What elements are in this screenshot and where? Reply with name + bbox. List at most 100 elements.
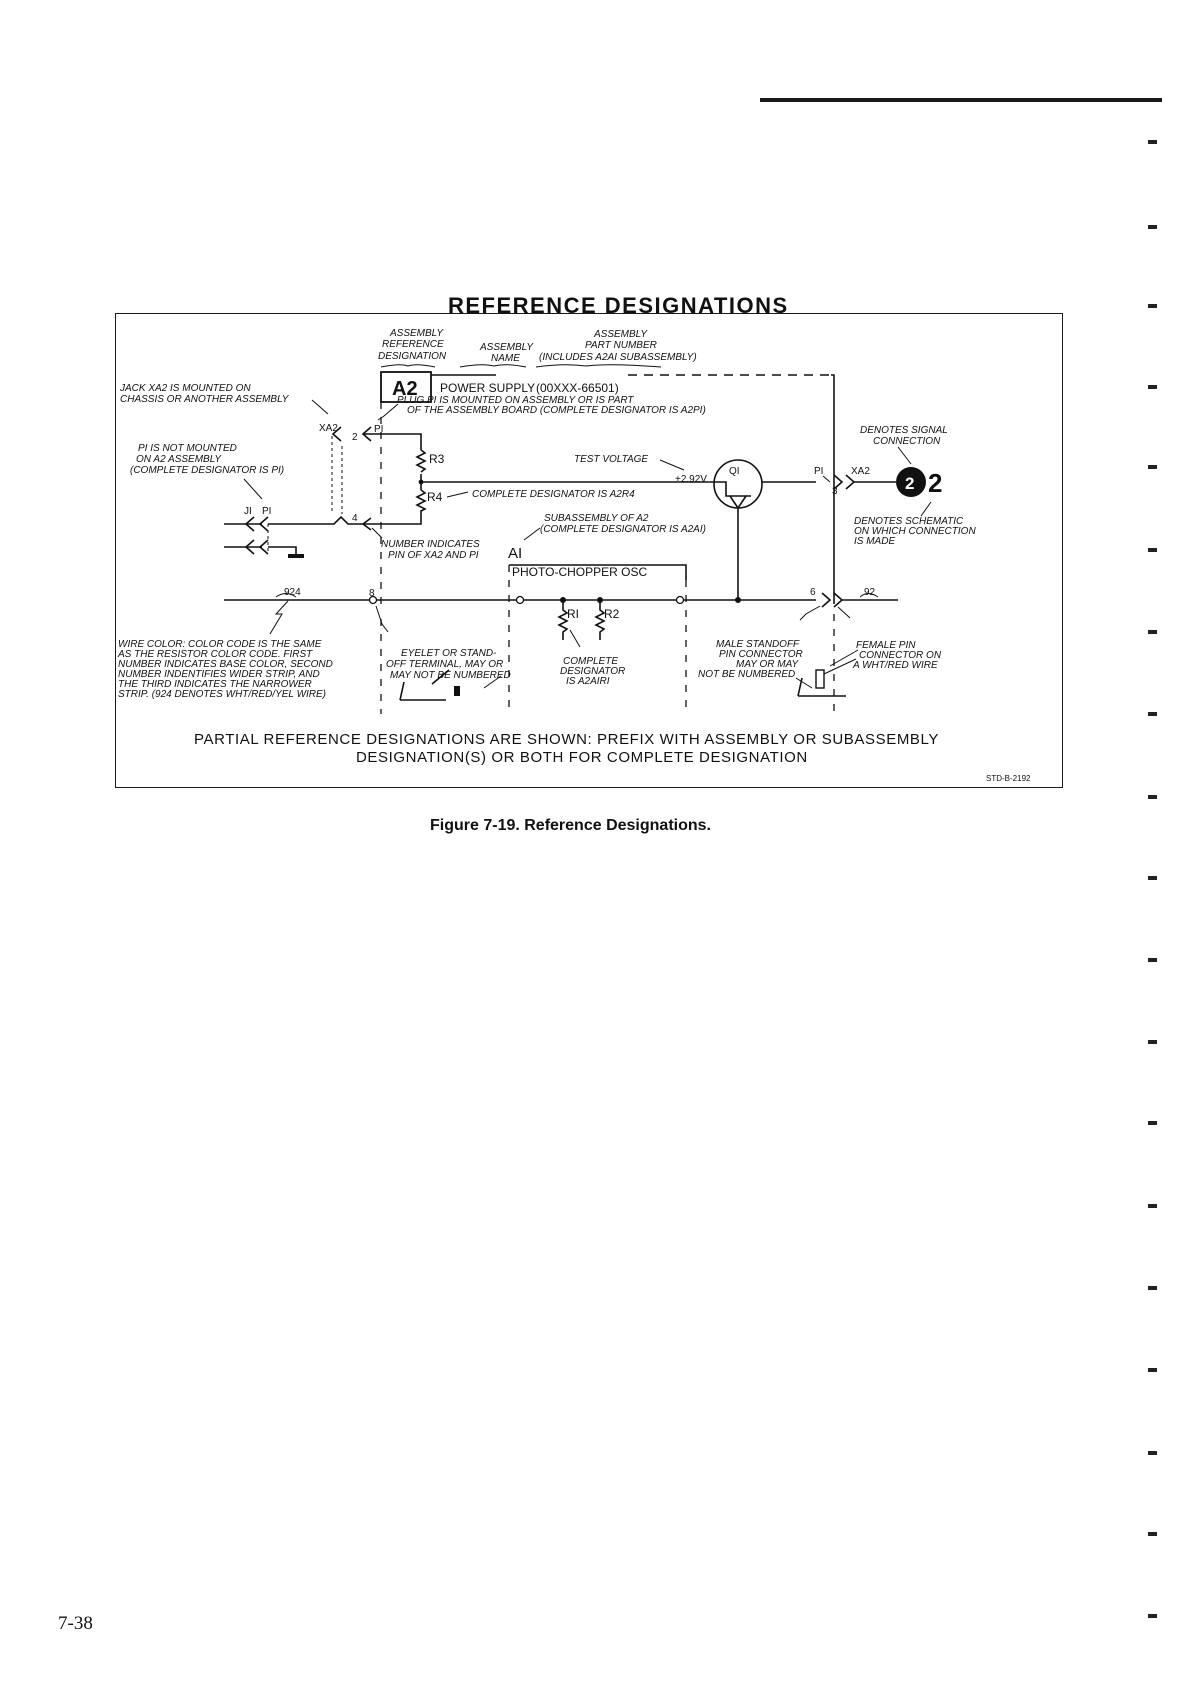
leader-r1 bbox=[569, 629, 581, 648]
assembly-designator: A2 bbox=[392, 378, 418, 400]
note-sub-2: (COMPLETE DESIGNATOR IS A2AI) bbox=[540, 524, 706, 535]
figure-caption: Figure 7-19. Reference Designations. bbox=[430, 817, 711, 834]
female-wire-icon bbox=[823, 649, 859, 675]
label-p1-right: PI bbox=[814, 466, 823, 477]
wire-label-924: 924 bbox=[284, 587, 301, 598]
assembly-name: POWER SUPPLY bbox=[440, 381, 535, 395]
edge-mark bbox=[1148, 385, 1157, 389]
edge-mark bbox=[1148, 1040, 1157, 1044]
edge-mark bbox=[1148, 304, 1157, 308]
leader-male-pin bbox=[795, 677, 813, 689]
brace-name bbox=[459, 364, 527, 368]
node-q1 bbox=[735, 597, 741, 603]
note-jack-2: CHASSIS OR ANOTHER ASSEMBLY bbox=[120, 394, 290, 405]
edge-mark bbox=[1148, 1204, 1157, 1208]
pin-8: 8 bbox=[369, 588, 375, 599]
diagram-frame: ASSEMBLY REFERENCE DESIGNATION ASSEMBLY … bbox=[115, 313, 1063, 788]
label-part-number-2: PART NUMBER bbox=[585, 340, 657, 351]
label-r3: R3 bbox=[429, 452, 445, 466]
wire-pin4-r4 bbox=[371, 510, 422, 525]
transistor-base bbox=[721, 481, 751, 497]
sub-terminal-right bbox=[675, 595, 685, 605]
resistor-r2 bbox=[594, 600, 606, 640]
connector-p1-upper bbox=[258, 516, 269, 532]
note-p1-not-2: ON A2 ASSEMBLY bbox=[136, 454, 222, 465]
leader-r4 bbox=[446, 491, 469, 498]
page-number: 7-38 bbox=[58, 1613, 93, 1634]
edge-mark bbox=[1148, 1121, 1157, 1125]
wire-92-brace bbox=[859, 593, 879, 598]
assembly-ref-box bbox=[380, 371, 432, 403]
note-female-3: A WHT/RED WIRE bbox=[852, 660, 938, 671]
note-number-pin-1: NUMBER INDICATES bbox=[381, 539, 480, 550]
note-wire-color-6: STRIP. (924 DENOTES WHT/RED/YEL WIRE) bbox=[118, 689, 326, 700]
note-female-2: CONNECTOR ON bbox=[859, 650, 942, 661]
connector-pin4 bbox=[361, 517, 372, 531]
note-schematic-1: DENOTES SCHEMATIC bbox=[854, 516, 964, 527]
note-signal-2: CONNECTION bbox=[873, 436, 941, 447]
leader-p1-not bbox=[243, 478, 263, 500]
note-wire-color-2: AS THE RESISTOR COLOR CODE. FIRST bbox=[117, 649, 313, 660]
resistor-r3 bbox=[415, 449, 427, 473]
label-r1: RI bbox=[567, 607, 579, 621]
note-schematic-2: ON WHICH CONNECTION bbox=[854, 526, 976, 537]
leader-standoff bbox=[483, 675, 502, 689]
connector-j1-upper bbox=[244, 516, 255, 532]
note-female-1: FEMALE PIN bbox=[856, 640, 916, 651]
leader-wire-color bbox=[269, 600, 289, 635]
label-p1-lower: PI bbox=[262, 506, 271, 517]
note-jack-1: JACK XA2 IS MOUNTED ON bbox=[119, 383, 251, 394]
edge-mark bbox=[1148, 630, 1157, 634]
wire-pin2-r3 bbox=[363, 433, 422, 450]
label-j1: JI bbox=[244, 506, 252, 517]
connector-p1-right bbox=[833, 474, 844, 490]
male-pin-icon bbox=[815, 669, 825, 689]
label-ref-designation-3: DESIGNATION bbox=[378, 351, 447, 362]
brace-part bbox=[535, 364, 662, 368]
ground-symbol bbox=[288, 554, 304, 558]
edge-mark bbox=[1148, 1451, 1157, 1455]
sub-designator: AI bbox=[508, 545, 522, 562]
note-sub-1: SUBASSEMBLY OF A2 bbox=[544, 513, 649, 524]
pin-3: 3 bbox=[832, 486, 838, 497]
label-assembly-name-2: NAME bbox=[491, 353, 520, 364]
leader-number-pin bbox=[371, 527, 383, 539]
edge-mark bbox=[1148, 225, 1157, 229]
note-wire-color-4: NUMBER INDENTIFIES WIDER STRIP, AND bbox=[118, 669, 320, 680]
connector-female-pin bbox=[833, 592, 844, 608]
reference-designations-diagram: ASSEMBLY REFERENCE DESIGNATION ASSEMBLY … bbox=[117, 328, 1031, 783]
edge-mark bbox=[1148, 140, 1157, 144]
label-part-number-3: (INCLUDES A2AI SUBASSEMBLY) bbox=[539, 352, 697, 363]
note-complete-r4: COMPLETE DESIGNATOR IS A2R4 bbox=[472, 489, 635, 500]
leader-plug bbox=[377, 403, 399, 421]
edge-mark bbox=[1148, 1368, 1157, 1372]
footer-line-2: DESIGNATION(S) OR BOTH FOR COMPLETE DESI… bbox=[356, 749, 808, 766]
note-male-2: PIN CONNECTOR bbox=[719, 649, 803, 660]
label-r2: R2 bbox=[604, 607, 620, 621]
label-xa2-left: XA2 bbox=[319, 423, 338, 434]
note-wire-color-1: WIRE COLOR: COLOR CODE IS THE SAME bbox=[118, 639, 322, 650]
eyelet-terminal bbox=[368, 595, 378, 605]
note-number-pin-2: PIN OF XA2 AND PI bbox=[388, 550, 479, 561]
edge-mark bbox=[1148, 465, 1157, 469]
connector-male-pin bbox=[821, 592, 832, 608]
pin-4: 4 bbox=[352, 513, 358, 524]
note-plug-2: OF THE ASSEMBLY BOARD (COMPLETE DESIGNAT… bbox=[407, 405, 706, 416]
header-rule bbox=[760, 98, 1162, 102]
leader-sub bbox=[523, 527, 541, 541]
pin-6: 6 bbox=[810, 587, 816, 598]
footer-line-1: PARTIAL REFERENCE DESIGNATIONS ARE SHOWN… bbox=[194, 731, 939, 748]
wire-label-92: 92 bbox=[864, 587, 876, 598]
connector-p1-lower bbox=[258, 539, 269, 555]
label-xa2-right: XA2 bbox=[851, 466, 870, 477]
leader-eyelet bbox=[375, 605, 389, 633]
note-schematic-3: IS MADE bbox=[854, 536, 895, 547]
leader-test-voltage bbox=[659, 459, 685, 471]
eyelet-board-icon bbox=[399, 681, 446, 701]
wire-to-pin4 bbox=[268, 515, 371, 525]
note-p1-not-1: PI IS NOT MOUNTED bbox=[138, 443, 237, 454]
edge-mark bbox=[1148, 712, 1157, 716]
note-eyelet-1: EYELET OR STAND- bbox=[401, 648, 497, 659]
wire-ground bbox=[268, 546, 297, 554]
wire-924-brace bbox=[275, 593, 297, 598]
